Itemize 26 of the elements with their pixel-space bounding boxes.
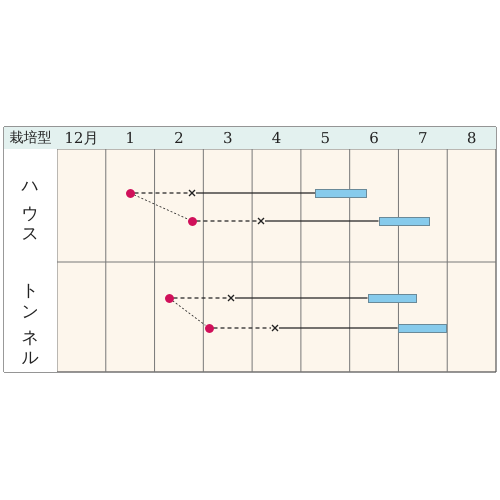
row-label: ハウス bbox=[19, 171, 41, 240]
row-label: トンネル bbox=[19, 271, 41, 363]
cross-mark bbox=[257, 217, 265, 225]
connector-line bbox=[196, 192, 315, 194]
connector-line bbox=[172, 300, 206, 326]
connector-line bbox=[235, 297, 368, 299]
month-header: 4 bbox=[252, 127, 301, 149]
connector-line bbox=[134, 194, 188, 220]
month-header: 2 bbox=[154, 127, 204, 149]
cross-mark bbox=[227, 294, 235, 302]
month-header: 12月 bbox=[57, 127, 106, 149]
column-header: 栽培型 bbox=[4, 127, 57, 149]
cross-mark bbox=[271, 324, 279, 332]
month-header: 1 bbox=[106, 127, 155, 149]
connector-line bbox=[279, 327, 398, 329]
connector-line bbox=[134, 192, 188, 194]
month-header: 8 bbox=[447, 127, 496, 149]
connector-line bbox=[196, 220, 257, 222]
cross-mark bbox=[188, 189, 196, 197]
connector-line bbox=[265, 220, 378, 222]
month-header: 6 bbox=[350, 127, 398, 149]
month-header: 3 bbox=[203, 127, 252, 149]
connector-line bbox=[174, 297, 227, 299]
connector-line bbox=[214, 327, 271, 329]
month-header: 7 bbox=[398, 127, 448, 149]
month-header: 5 bbox=[300, 127, 350, 149]
